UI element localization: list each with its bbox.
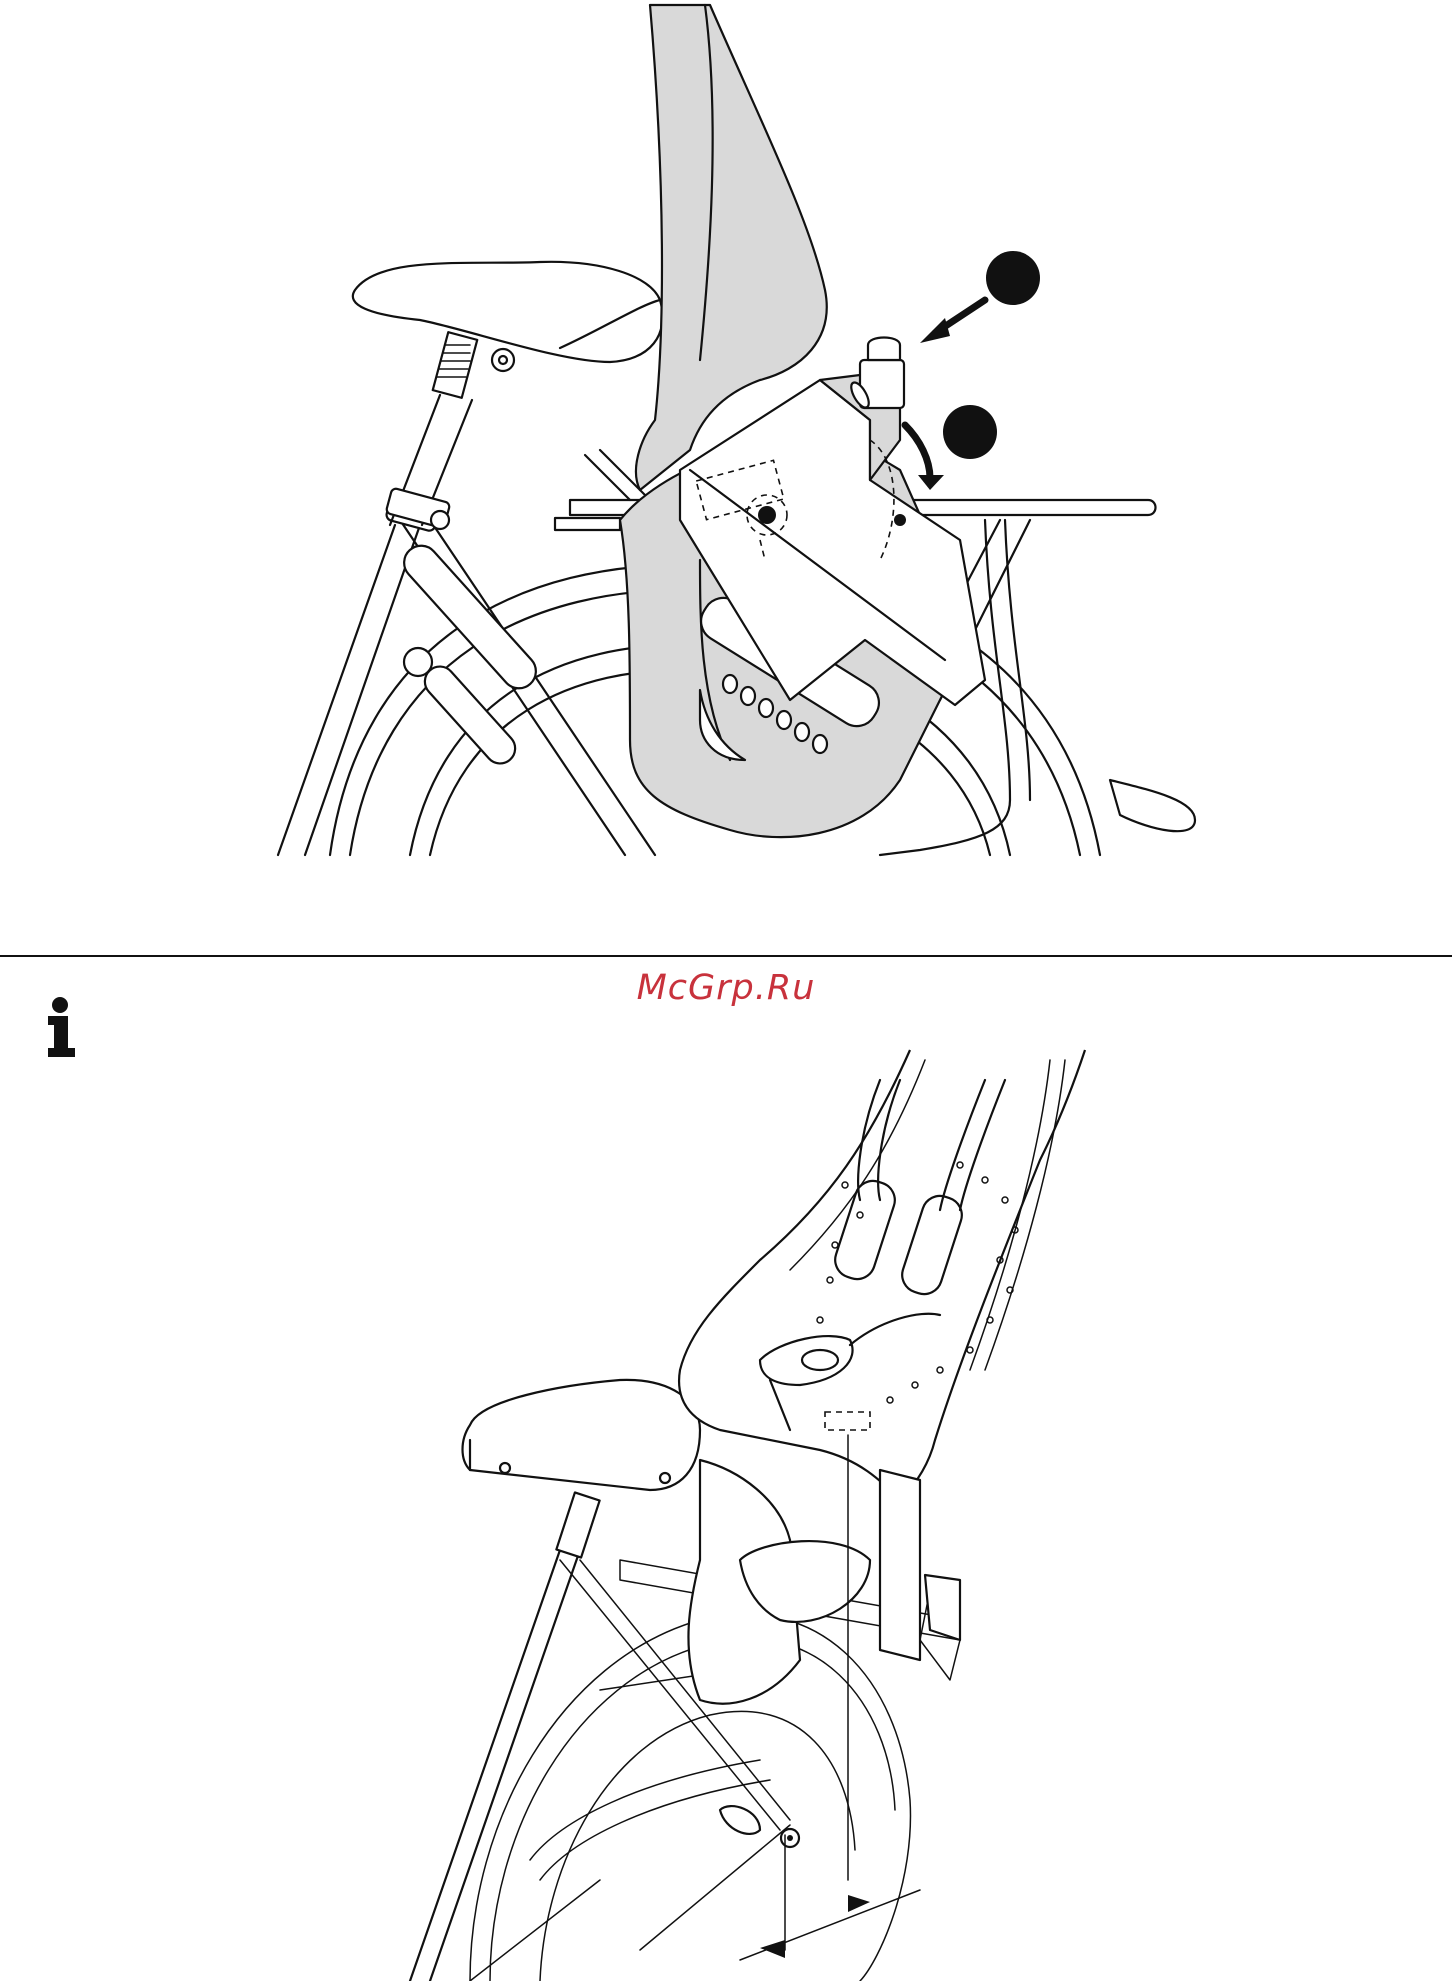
- step-marker-2: [943, 405, 997, 459]
- info-icon: [44, 996, 80, 1058]
- bike-saddle: [353, 262, 663, 529]
- step-1-arrow: [920, 300, 985, 343]
- positioning-illustration: [360, 1040, 1452, 1981]
- child-seat-shell: [679, 1050, 1085, 1704]
- bike-frame: [278, 492, 655, 855]
- seat-stays: [397, 539, 543, 770]
- bike-saddle: [463, 1380, 701, 1558]
- section-divider: [0, 955, 1452, 957]
- watermark-text: McGrp.Ru: [0, 968, 1452, 1008]
- step-2-arrow: [905, 425, 944, 490]
- step-marker-1: [986, 251, 1040, 305]
- pivot-point-icon: [758, 506, 776, 524]
- mounting-illustration: [0, 0, 1452, 900]
